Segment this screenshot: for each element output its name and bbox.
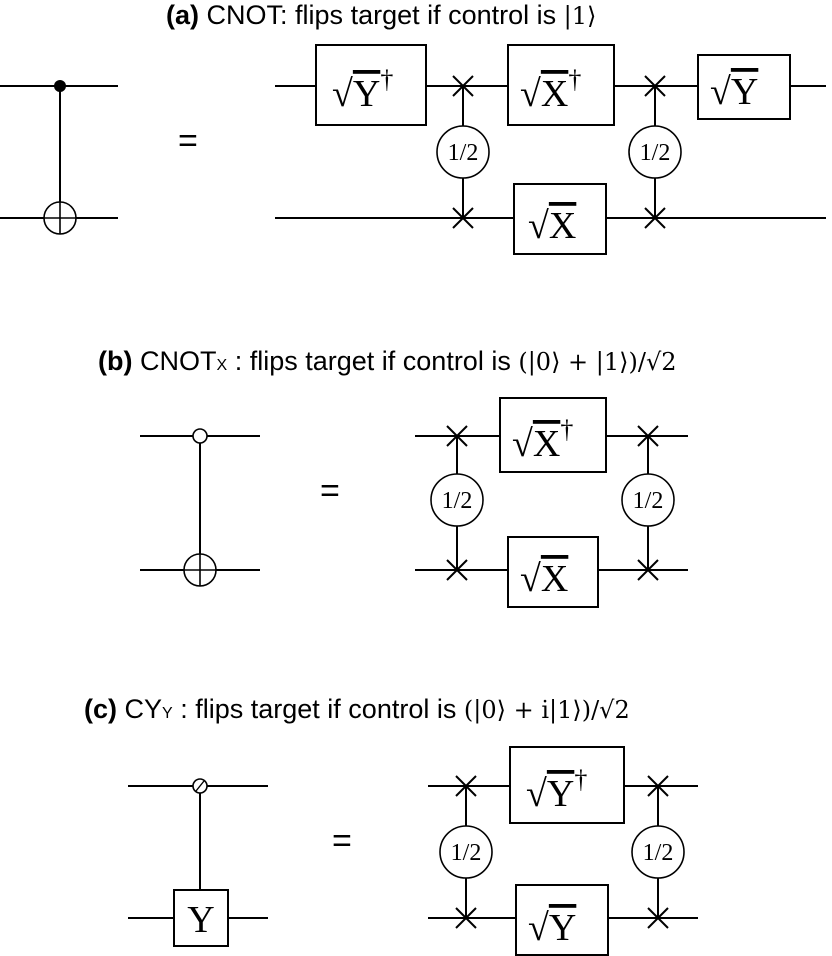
panel-c-gate-name: CY xyxy=(125,694,163,724)
swap-cross-icon xyxy=(644,207,666,229)
sqrt-x-label: √X xyxy=(528,205,576,247)
panel-a-colon: : xyxy=(280,0,288,30)
panel-c-colon: : xyxy=(180,694,188,724)
panel-c-subscript: Y xyxy=(162,705,173,722)
sqrt-y-label: √Y xyxy=(710,71,758,113)
swap-cross-icon xyxy=(647,775,669,797)
half-swap-circle xyxy=(628,125,682,179)
panel-a-description: flips target if control is xyxy=(295,0,556,30)
half-label: 1/2 xyxy=(448,140,479,166)
sqrt-y-dagger-label: √Y† xyxy=(332,65,393,115)
sqrt-x-dagger-label: √X† xyxy=(520,65,581,115)
panel-c-equals: = xyxy=(332,822,352,860)
y-gate xyxy=(173,889,229,947)
half-swap-circle xyxy=(439,825,493,879)
panel-c-cy-y-symbol: Y xyxy=(128,778,268,947)
panel-b-cnot-x-symbol xyxy=(140,428,260,587)
panel-c-decomposition: 1/2 √Y† √Y 1/2 xyxy=(428,746,698,956)
panel-b-description: flips target if control is xyxy=(250,346,511,376)
panel-a-gate-name: CNOT xyxy=(207,0,283,30)
swap-cross-icon xyxy=(637,559,659,581)
sqrt-x-label: √X xyxy=(520,558,568,600)
panel-a-equals: = xyxy=(178,122,198,160)
half-swap-circle xyxy=(621,473,675,527)
sqrt-y-gate xyxy=(697,54,791,120)
panel-a-label: (a) xyxy=(166,0,199,30)
sqrt-y-label: √Y xyxy=(528,907,576,949)
sqrt-x-dagger-gate xyxy=(499,397,607,473)
half-label: 1/2 xyxy=(442,488,473,514)
half-label: 1/2 xyxy=(451,840,482,866)
panel-b-equals: = xyxy=(320,472,340,510)
panel-b-colon: : xyxy=(235,346,243,376)
swap-cross-icon xyxy=(637,425,659,447)
panel-b-subscript: X xyxy=(217,357,228,374)
panel-b-gate-name: CNOT xyxy=(140,346,217,376)
swap-cross-icon xyxy=(647,907,669,929)
y-gate-label: Y xyxy=(187,899,214,941)
swap-cross-icon xyxy=(446,559,468,581)
swap-cross-icon xyxy=(446,425,468,447)
sqrt-x-dagger-gate xyxy=(507,44,615,126)
panel-a-state: |1⟩ xyxy=(564,2,597,31)
half-label: 1/2 xyxy=(643,840,674,866)
sqrt-y-dagger-gate xyxy=(509,746,625,824)
half-label: 1/2 xyxy=(640,140,671,166)
panel-c-description: flips target if control is xyxy=(195,694,456,724)
control-open-circle-icon xyxy=(192,428,208,444)
sqrt-y-gate xyxy=(515,884,609,956)
panel-c-state: (|0⟩ + i|1⟩)/√2 xyxy=(464,696,630,725)
panel-c-label: (c) xyxy=(84,694,117,724)
swap-cross-icon xyxy=(455,907,477,929)
sqrt-x-gate xyxy=(513,183,607,255)
panel-b-title: (b) CNOTX : flips target if control is (… xyxy=(98,346,677,377)
sqrt-x-dagger-label: √X† xyxy=(512,415,573,465)
panel-a-decomposition: √Y† 1/2 √X† √X 1/2 √Y xyxy=(275,44,826,255)
half-label: 1/2 xyxy=(633,488,664,514)
panel-b-label: (b) xyxy=(98,346,132,376)
half-swap-circle xyxy=(436,125,490,179)
panel-c-title: (c) CYY : flips target if control is (|0… xyxy=(84,694,630,725)
control-slash xyxy=(195,780,205,792)
swap-cross-icon xyxy=(452,207,474,229)
swap-cross-icon xyxy=(452,75,474,97)
panel-a-cnot-symbol xyxy=(0,80,118,235)
sqrt-y-dagger-label: √Y† xyxy=(526,765,587,815)
swap-cross-icon xyxy=(455,775,477,797)
control-dot-icon xyxy=(54,80,66,92)
sqrt-x-gate xyxy=(507,536,599,608)
panel-b-decomposition: 1/2 √X† √X 1/2 xyxy=(415,397,688,608)
panel-b-state: (|0⟩ + |1⟩)/√2 xyxy=(518,348,676,377)
swap-cross-icon xyxy=(644,75,666,97)
sqrt-y-dagger-gate xyxy=(315,44,427,126)
half-swap-circle xyxy=(631,825,685,879)
panel-a-title: (a) CNOT: flips target if control is |1⟩ xyxy=(166,0,596,31)
half-swap-circle xyxy=(430,473,484,527)
